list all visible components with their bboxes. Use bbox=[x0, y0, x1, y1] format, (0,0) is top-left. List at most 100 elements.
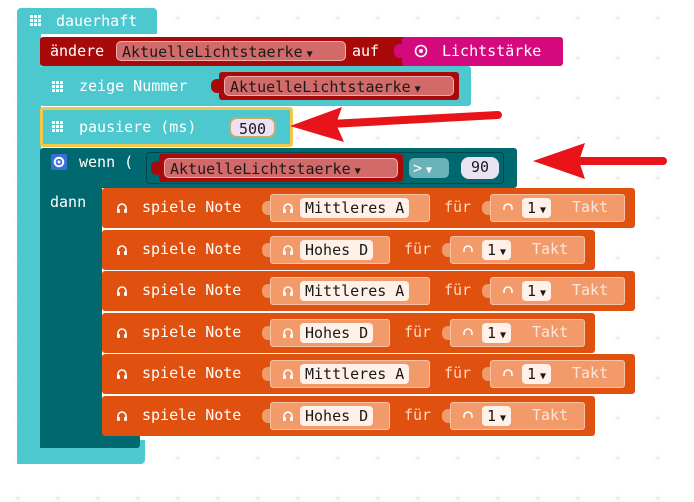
compare-value: 90 bbox=[470, 158, 490, 176]
note-name: Mittleres A bbox=[305, 365, 405, 383]
for-label: für bbox=[444, 364, 472, 382]
grid-icon bbox=[52, 81, 64, 93]
connector-notch bbox=[394, 44, 403, 58]
gear-icon[interactable] bbox=[51, 154, 67, 170]
light-level-block[interactable] bbox=[402, 37, 563, 66]
pause-label: pausiere (ms) bbox=[79, 118, 197, 136]
headphones-icon bbox=[117, 369, 127, 379]
if-block-body bbox=[40, 186, 102, 448]
note-dropdown[interactable]: Mittleres A bbox=[300, 198, 410, 218]
chevron-down-icon: ▼ bbox=[540, 288, 547, 299]
headphones-icon bbox=[117, 245, 127, 255]
connector-notch bbox=[262, 326, 271, 340]
beat-dropdown[interactable]: 1▼ bbox=[482, 240, 512, 260]
beat-unit-label: Takt bbox=[532, 406, 569, 424]
note-dropdown[interactable]: Mittleres A bbox=[300, 281, 410, 301]
for-label: für bbox=[404, 240, 432, 258]
light-level-label: Lichtstärke bbox=[442, 42, 542, 60]
headphones-icon bbox=[283, 369, 293, 379]
connector-notch bbox=[262, 367, 271, 381]
compare-variable-dropdown[interactable]: AktuelleLichtstaerke▼ bbox=[164, 158, 398, 178]
headphones-icon bbox=[283, 328, 293, 338]
show-number-variable-dropdown[interactable]: AktuelleLichtstaerke▼ bbox=[224, 76, 454, 96]
note-dropdown[interactable]: Mittleres A bbox=[300, 364, 410, 384]
set-connector: auf bbox=[352, 42, 380, 60]
headphones-icon bbox=[463, 245, 473, 252]
set-variable-name: AktuelleLichtstaerke bbox=[122, 43, 303, 61]
beat-dropdown[interactable]: 1▼ bbox=[522, 364, 552, 384]
note-dropdown[interactable]: Hohes D bbox=[300, 323, 374, 343]
headphones-icon bbox=[117, 328, 127, 338]
play-note-label: spiele Note bbox=[142, 406, 242, 424]
beat-unit-label: Takt bbox=[572, 281, 609, 299]
play-note-label: spiele Note bbox=[142, 240, 242, 258]
set-variable-dropdown[interactable]: AktuelleLichtstaerke▼ bbox=[116, 41, 346, 61]
beat-value: 1 bbox=[487, 324, 497, 342]
show-number-label: zeige Nummer bbox=[79, 77, 188, 95]
pause-value: 500 bbox=[238, 120, 267, 138]
note-dropdown[interactable]: Hohes D bbox=[300, 406, 374, 426]
connector-notch bbox=[482, 367, 491, 381]
play-note-label: spiele Note bbox=[142, 281, 242, 299]
connector-notch bbox=[442, 409, 451, 423]
connector-notch bbox=[262, 284, 271, 298]
note-dropdown[interactable]: Hohes D bbox=[300, 240, 374, 260]
show-number-variable-name: AktuelleLichtstaerke bbox=[230, 78, 411, 96]
target-icon bbox=[414, 44, 428, 58]
note-name: Hohes D bbox=[305, 407, 369, 425]
beat-value: 1 bbox=[527, 365, 537, 383]
chevron-down-icon: ▼ bbox=[500, 330, 507, 341]
beat-dropdown[interactable]: 1▼ bbox=[482, 406, 512, 426]
connector-notch bbox=[262, 243, 271, 257]
chevron-down-icon: ▼ bbox=[306, 49, 313, 60]
beat-unit-label: Takt bbox=[572, 364, 609, 382]
headphones-icon bbox=[503, 369, 513, 376]
headphones-icon bbox=[283, 203, 293, 213]
beat-unit-label: Takt bbox=[572, 198, 609, 216]
note-name: Hohes D bbox=[305, 241, 369, 259]
chevron-down-icon: ▼ bbox=[500, 247, 507, 258]
compare-variable-name: AktuelleLichtstaerke bbox=[170, 160, 351, 178]
red-arrow-icon bbox=[533, 143, 667, 179]
red-arrow-icon bbox=[290, 107, 502, 142]
headphones-icon bbox=[463, 411, 473, 418]
headphones-icon bbox=[463, 328, 473, 335]
beat-dropdown[interactable]: 1▼ bbox=[522, 198, 552, 218]
chevron-down-icon: ▼ bbox=[540, 205, 547, 216]
connector-notch bbox=[442, 326, 451, 340]
beat-value: 1 bbox=[527, 199, 537, 217]
note-name: Mittleres A bbox=[305, 199, 405, 217]
connector-notch bbox=[262, 409, 271, 423]
chevron-down-icon: ▼ bbox=[426, 165, 433, 176]
set-verb: ändere bbox=[50, 42, 105, 60]
chevron-down-icon: ▼ bbox=[414, 84, 421, 95]
headphones-icon bbox=[503, 203, 513, 210]
play-note-label: spiele Note bbox=[142, 198, 242, 216]
chevron-down-icon: ▼ bbox=[500, 413, 507, 424]
beat-dropdown[interactable]: 1▼ bbox=[482, 323, 512, 343]
connector-notch bbox=[211, 79, 220, 93]
headphones-icon bbox=[283, 286, 293, 296]
headphones-icon bbox=[283, 411, 293, 421]
beat-value: 1 bbox=[527, 282, 537, 300]
for-label: für bbox=[444, 281, 472, 299]
play-note-label: spiele Note bbox=[142, 323, 242, 341]
headphones-icon bbox=[117, 286, 127, 296]
then-label: dann bbox=[50, 193, 87, 211]
beat-unit-label: Takt bbox=[532, 240, 569, 258]
operator-dropdown[interactable]: >▼ bbox=[409, 158, 449, 178]
beat-block[interactable] bbox=[490, 194, 625, 222]
grid-icon bbox=[30, 15, 42, 27]
for-label: für bbox=[404, 406, 432, 424]
play-note-label: spiele Note bbox=[142, 364, 242, 382]
connector-notch bbox=[482, 201, 491, 215]
headphones-icon bbox=[503, 286, 513, 293]
beat-value: 1 bbox=[487, 241, 497, 259]
connector-notch bbox=[262, 201, 271, 215]
connector-notch bbox=[482, 284, 491, 298]
if-label: wenn ( bbox=[79, 153, 134, 171]
pause-value-input[interactable]: 500 bbox=[229, 117, 276, 138]
grid-icon bbox=[52, 121, 64, 133]
beat-dropdown[interactable]: 1▼ bbox=[522, 281, 552, 301]
compare-value-input[interactable]: 90 bbox=[461, 157, 499, 179]
